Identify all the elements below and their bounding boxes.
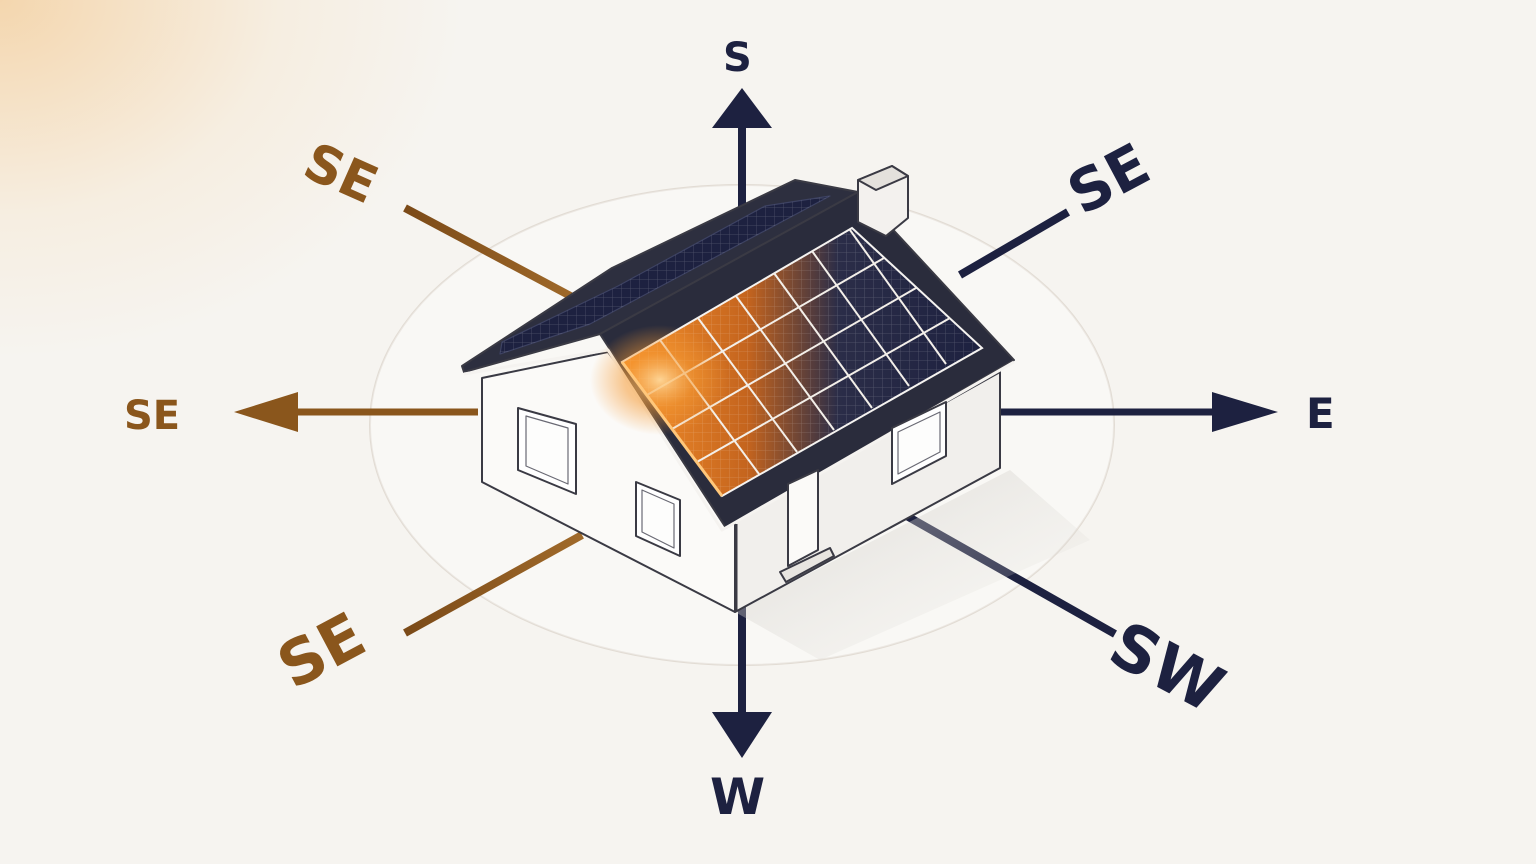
house-shadow [735, 470, 1090, 660]
arrow-south-head [712, 712, 772, 758]
arrow-north-head [712, 88, 772, 128]
arrow-east-head [1212, 392, 1278, 432]
arrow-northwest-line [403, 204, 580, 304]
arrow-northeast-line [957, 208, 1071, 279]
sun-reflection [590, 325, 730, 435]
compass-label-west: SE [124, 393, 181, 439]
compass-label-south: W [710, 768, 766, 826]
compass-label-north: S [723, 35, 752, 81]
arrow-west-head [234, 392, 298, 432]
front-door [787, 469, 819, 567]
roof-eave [463, 348, 1015, 532]
solar-panel-icon [590, 226, 984, 498]
compass-label-east: E [1306, 389, 1335, 438]
arrow-southwest-line [403, 531, 584, 637]
door-step [779, 547, 835, 583]
